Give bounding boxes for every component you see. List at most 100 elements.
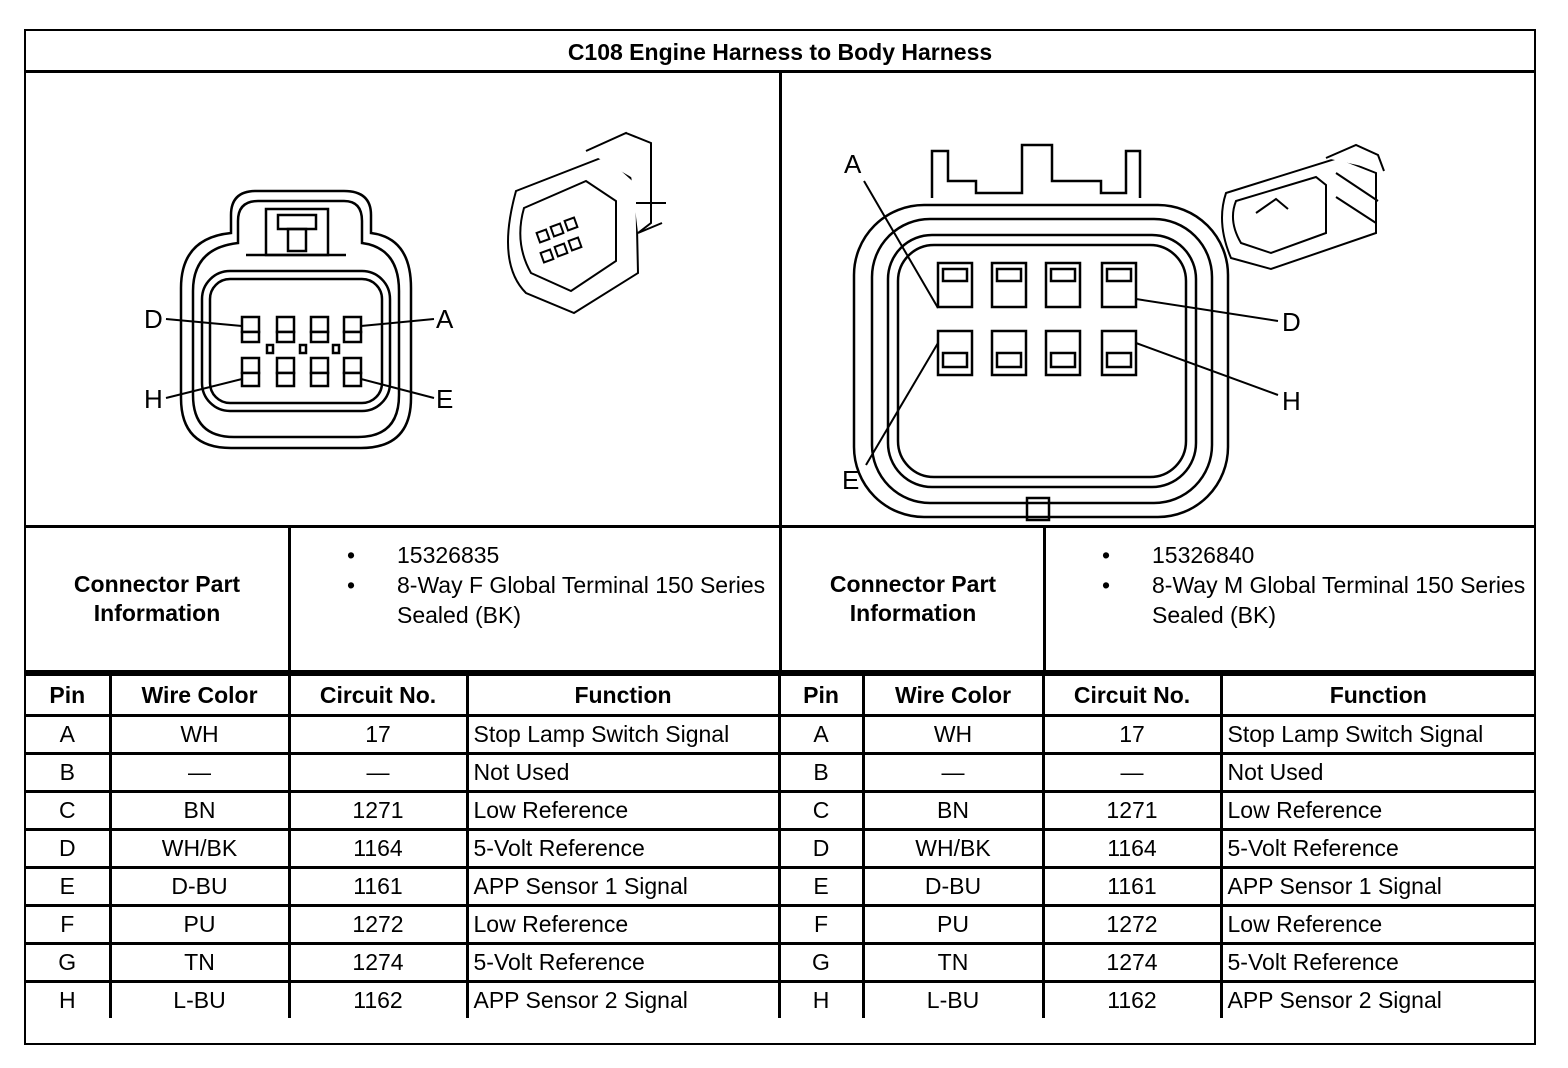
- wire-color-cell: BN: [108, 790, 291, 831]
- col-header-function: Function: [1219, 673, 1534, 717]
- pin-cell: G: [777, 942, 865, 983]
- circuit-cell: 1271: [287, 790, 469, 831]
- wire-color-cell: —: [108, 752, 291, 793]
- wire-color-cell: D-BU: [108, 866, 291, 907]
- pin-cell: A: [777, 714, 865, 755]
- wire-color-cell: L-BU: [108, 980, 291, 1018]
- circuit-cell: 17: [1041, 714, 1223, 755]
- right-part-description: 8-Way M Global Terminal 150 Series Seale…: [1102, 570, 1532, 630]
- right-part-list: 15326840 8-Way M Global Terminal 150 Ser…: [1102, 540, 1532, 630]
- function-cell: APP Sensor 2 Signal: [1219, 980, 1534, 1018]
- pin-cell: E: [26, 866, 112, 907]
- female-cavities: [240, 315, 363, 388]
- circuit-cell: 1272: [1041, 904, 1223, 945]
- right-part-number: 15326840: [1102, 540, 1532, 570]
- pin-cell: E: [777, 866, 865, 907]
- right-part-info: 15326840 8-Way M Global Terminal 150 Ser…: [1046, 528, 1534, 670]
- circuit-cell: 1271: [1041, 790, 1223, 831]
- male-callout-e: E: [842, 465, 859, 495]
- info-divider: [288, 528, 291, 670]
- pin-cell: D: [26, 828, 112, 869]
- pin-cell: H: [777, 980, 865, 1018]
- pinout-table: Pin Wire Color Circuit No. Function Pin …: [26, 673, 1534, 1018]
- pin-cell: B: [26, 752, 112, 793]
- wire-color-cell: WH/BK: [861, 828, 1045, 869]
- male-callout-lines: [863, 180, 1279, 466]
- right-info-label: Connector Part Information: [829, 571, 997, 626]
- function-cell: Stop Lamp Switch Signal: [1219, 714, 1534, 755]
- female-callout-a: A: [436, 304, 454, 334]
- page-title: C108 Engine Harness to Body Harness: [26, 31, 1534, 73]
- wire-color-cell: TN: [861, 942, 1045, 983]
- function-cell: Low Reference: [465, 790, 781, 831]
- function-cell: Low Reference: [1219, 904, 1534, 945]
- circuit-cell: 1164: [1041, 828, 1223, 869]
- function-cell: Not Used: [1219, 752, 1534, 793]
- function-cell: Stop Lamp Switch Signal: [465, 714, 781, 755]
- function-cell: APP Sensor 2 Signal: [465, 980, 781, 1018]
- pin-cell: F: [26, 904, 112, 945]
- pin-cell: C: [26, 790, 112, 831]
- diagram-divider: [779, 73, 782, 525]
- left-part-description: 8-Way F Global Terminal 150 Series Seale…: [347, 570, 777, 630]
- function-cell: Not Used: [465, 752, 781, 793]
- info-divider: [1043, 528, 1046, 670]
- circuit-cell: 1161: [1041, 866, 1223, 907]
- function-cell: Low Reference: [465, 904, 781, 945]
- left-part-list: 15326835 8-Way F Global Terminal 150 Ser…: [347, 540, 777, 630]
- col-header-wire-color: Wire Color: [861, 673, 1045, 717]
- circuit-cell: 1274: [1041, 942, 1223, 983]
- connector-diagrams: D A H E: [26, 73, 1534, 528]
- female-callout-h: H: [144, 384, 163, 414]
- circuit-cell: —: [287, 752, 469, 793]
- pin-cell: A: [26, 714, 112, 755]
- function-cell: 5-Volt Reference: [1219, 942, 1534, 983]
- wire-color-cell: D-BU: [861, 866, 1045, 907]
- col-header-pin: Pin: [777, 673, 865, 717]
- female-callout-lines: [165, 318, 435, 399]
- left-info-label: Connector Part Information: [73, 571, 241, 626]
- female-connector-thumbnail: [507, 131, 666, 315]
- circuit-cell: 1272: [287, 904, 469, 945]
- table-header-row: Pin Wire Color Circuit No. Function Pin …: [26, 673, 1534, 717]
- female-callout-e: E: [436, 384, 453, 414]
- male-pins: [936, 261, 1138, 377]
- pin-cell: H: [26, 980, 112, 1018]
- circuit-cell: 1274: [287, 942, 469, 983]
- female-connector-face: [179, 189, 413, 450]
- male-connector-face: [852, 143, 1230, 522]
- connector-info-row: Connector Part Information 15326835 8-Wa…: [26, 528, 1534, 673]
- wire-color-cell: —: [861, 752, 1045, 793]
- pin-cell: C: [777, 790, 865, 831]
- pin-cell: B: [777, 752, 865, 793]
- function-cell: APP Sensor 1 Signal: [465, 866, 781, 907]
- male-connector-thumbnail: [1221, 143, 1385, 271]
- function-cell: 5-Volt Reference: [465, 828, 781, 869]
- circuit-cell: —: [1041, 752, 1223, 793]
- function-cell: 5-Volt Reference: [465, 942, 781, 983]
- col-header-function: Function: [465, 673, 781, 717]
- function-cell: Low Reference: [1219, 790, 1534, 831]
- function-cell: APP Sensor 1 Signal: [1219, 866, 1534, 907]
- wire-color-cell: WH/BK: [108, 828, 291, 869]
- connector-illustrations: D A H E: [144, 131, 1385, 522]
- circuit-cell: 17: [287, 714, 469, 755]
- left-part-number: 15326835: [347, 540, 777, 570]
- left-part-info: 15326835 8-Way F Global Terminal 150 Ser…: [291, 528, 779, 670]
- col-header-circuit: Circuit No.: [1041, 673, 1223, 717]
- circuit-cell: 1162: [287, 980, 469, 1018]
- male-callout-a: A: [844, 149, 862, 179]
- circuit-cell: 1162: [1041, 980, 1223, 1018]
- wire-color-cell: WH: [861, 714, 1045, 755]
- circuit-cell: 1164: [287, 828, 469, 869]
- pin-cell: F: [777, 904, 865, 945]
